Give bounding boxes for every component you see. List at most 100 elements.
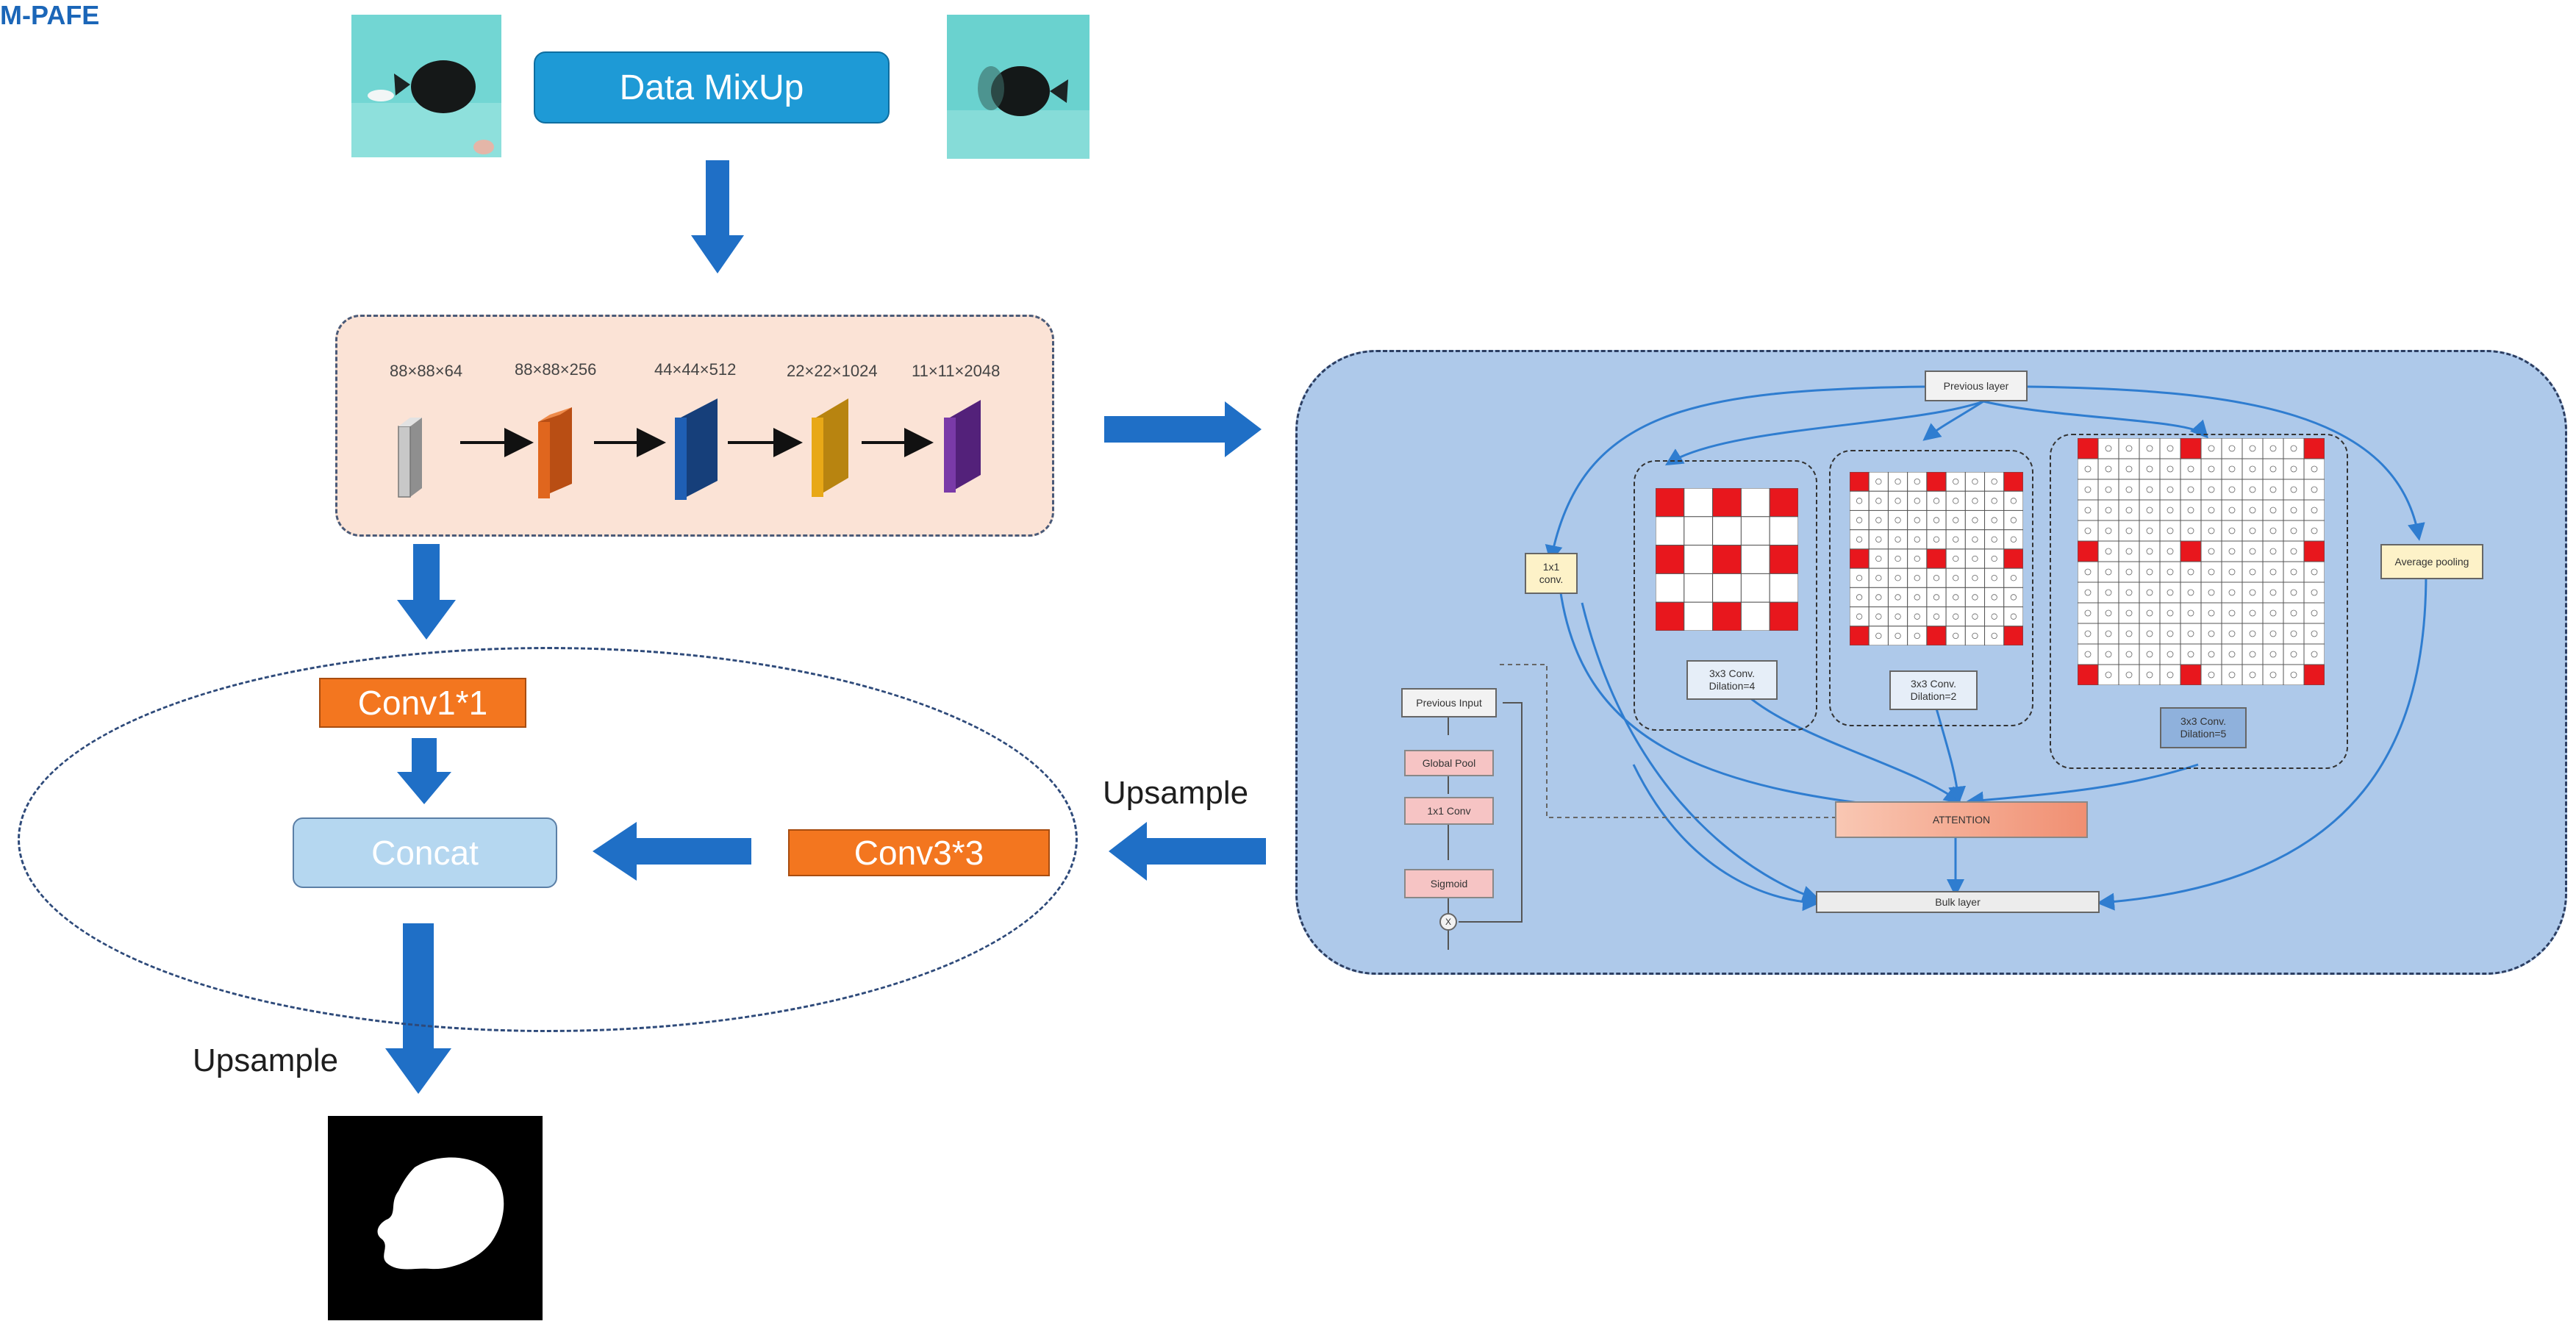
kernel-cell [2221, 602, 2243, 624]
kernel-cell [2159, 438, 2181, 459]
kernel-cell [1964, 626, 1986, 645]
kernel-cell [1907, 606, 1928, 627]
dilation-2-label-box: 3x3 Conv. Dilation=2 [1889, 670, 1978, 710]
kernel-cell [1656, 488, 1685, 518]
kernel-cell [1712, 601, 1742, 631]
kernel-cell [2242, 664, 2264, 685]
side-previous-input-box: Previous Input [1401, 688, 1497, 717]
kernel-cell [2200, 623, 2222, 645]
kernel-cell-dot [2105, 548, 2112, 555]
kernel-cell [2242, 438, 2264, 459]
kernel-cell-dot [1856, 613, 1863, 620]
kernel-cell-dot [1895, 575, 1901, 581]
kernel-cell [2221, 643, 2243, 665]
kernel-cell [1907, 626, 1928, 645]
kernel-cell [2139, 540, 2161, 562]
kernel-cell [2159, 664, 2181, 685]
kernel-cell-dot [1972, 517, 1978, 523]
kernel-cell-dot [2311, 507, 2318, 514]
kernel-cell [2159, 623, 2181, 645]
kernel-cell [2283, 623, 2305, 645]
conv1x1-label: Conv1*1 [357, 684, 488, 722]
kernel-cell [2242, 499, 2264, 521]
kernel-cell [1945, 606, 1966, 627]
kernel-cell-dot [2167, 445, 2174, 452]
kernel-cell-dot [2228, 445, 2236, 452]
kernel-cell [2097, 438, 2119, 459]
encoder-stage-3-block [675, 398, 718, 500]
multiply-node: X [1439, 913, 1457, 931]
kernel-cell [2303, 458, 2325, 480]
kernel-cell [1984, 626, 2005, 645]
kernel-cell-dot [2187, 465, 2194, 473]
kernel-cell-dot [2249, 651, 2256, 658]
kernel-cell-dot [1895, 498, 1901, 504]
kernel-cell [1712, 516, 1742, 546]
kernel-cell-dot [2249, 568, 2256, 576]
kernel-cell [1907, 548, 1928, 569]
kernel-cell-dot [2125, 486, 2133, 493]
kernel-cell-dot [2146, 568, 2153, 576]
kernel-cell [2003, 587, 2023, 608]
kernel-cell [2221, 458, 2243, 480]
kernel-cell [1684, 516, 1714, 546]
kernel-cell-dot [1972, 536, 1978, 543]
kernel-cell-dot [2228, 671, 2236, 679]
kernel-cell [2180, 623, 2202, 645]
kernel-cell-dot [2208, 465, 2215, 473]
kernel-cell [2200, 540, 2222, 562]
kernel-cell [2283, 581, 2305, 604]
kernel-cell [1984, 548, 2005, 569]
kernel-cell-dot [2290, 445, 2297, 452]
kernel-cell-dot [2208, 548, 2215, 555]
kernel-cell [2180, 540, 2202, 562]
encoder-stage-2-dim: 88×88×256 [515, 360, 597, 379]
global-pool-box: Global Pool [1404, 750, 1494, 776]
kernel-cell [2097, 581, 2119, 604]
kernel-cell [2242, 540, 2264, 562]
kernel-cell [2180, 581, 2202, 604]
kernel-cell [1769, 601, 1798, 631]
input-fish-image-right [947, 15, 1090, 159]
kernel-cell-dot [1875, 613, 1882, 620]
kernel-cell [2118, 561, 2140, 583]
kernel-cell [1964, 568, 1986, 588]
encoder-feature-maps [398, 398, 981, 500]
kernel-cell [2303, 643, 2325, 665]
kernel-cell [2283, 479, 2305, 501]
kernel-cell-dot [2269, 568, 2277, 576]
kernel-cell [1850, 548, 1870, 569]
kernel-cell-dot [2146, 609, 2153, 617]
kernel-cell [1850, 490, 1870, 511]
kernel-cell [2283, 520, 2305, 542]
kernel-cell [2078, 581, 2099, 604]
kernel-cell [1850, 509, 1870, 531]
kernel-cell [2159, 458, 2181, 480]
kernel-cell [2200, 561, 2222, 583]
kernel-cell-dot [2290, 630, 2297, 637]
kernel-cell [2200, 438, 2222, 459]
kernel-cell [1656, 573, 1685, 603]
kernel-cell-dot [2311, 651, 2318, 658]
kernel-cell [1964, 472, 1986, 492]
kernel-cell-dot [2125, 609, 2133, 617]
kernel-cell [1868, 568, 1889, 588]
kernel-cell-dot [2228, 465, 2236, 473]
kernel-cell-dot [2269, 609, 2277, 617]
kernel-cell [2078, 438, 2099, 459]
kernel-cell-dot [2105, 507, 2112, 514]
kernel-cell [1868, 548, 1889, 569]
kernel-cell [2283, 438, 2305, 459]
kernel-cell-dot [2208, 671, 2215, 679]
kernel-cell [1769, 545, 1798, 574]
kernel-cell-dot [1875, 536, 1882, 543]
dilation-4-label-box: 3x3 Conv. Dilation=4 [1686, 660, 1778, 700]
kernel-cell [2139, 623, 2161, 645]
kernel-cell-dot [2290, 548, 2297, 555]
kernel-cell [1740, 545, 1770, 574]
kernel-cell [2180, 438, 2202, 459]
kernel-cell-dot [2249, 589, 2256, 596]
kernel-cell-dot [2167, 651, 2174, 658]
kernel-cell-dot [2167, 465, 2174, 473]
kernel-cell-dot [2269, 651, 2277, 658]
